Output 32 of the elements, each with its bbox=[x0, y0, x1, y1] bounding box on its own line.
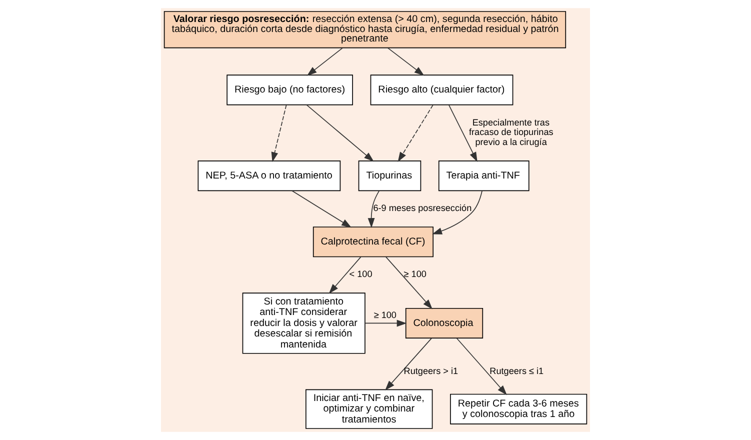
node-box: Riesgo alto (cualquier factor) bbox=[370, 74, 514, 106]
edge-label: ≥ 100 bbox=[404, 269, 426, 280]
node-box: Si con tratamiento anti-TNF considerar reducir la dosis y valorar desescalar si remisión mantenida bbox=[242, 292, 366, 354]
edge-label: < 100 bbox=[349, 269, 372, 280]
arrow bbox=[306, 104, 374, 162]
arrow bbox=[364, 320, 407, 327]
arrow bbox=[306, 48, 343, 76]
arrow bbox=[368, 190, 380, 228]
edge-label: ≥ 100 bbox=[374, 310, 397, 320]
arrow bbox=[386, 256, 432, 310]
node-box: Terapia anti-TNF bbox=[438, 160, 530, 192]
node-box: Valorar riesgo posresección: resección extensa (> 40 cm), segunda resección, hábito tabáquico, duración corta desde diagnóstico hasta cirugía, enfermedad residual y patrón penetrante bbox=[164, 11, 566, 48]
arrow bbox=[398, 104, 434, 162]
node-box: Tiopurinas bbox=[358, 160, 422, 192]
arrow bbox=[328, 256, 362, 294]
node-box: Colonoscopia bbox=[405, 308, 484, 338]
node-box: Calprotectina fecal (CF) bbox=[312, 226, 434, 258]
arrow bbox=[448, 104, 478, 162]
arrow bbox=[271, 104, 287, 162]
edge-label: Rutgeers ≤ i1 bbox=[490, 366, 544, 376]
arrow bbox=[387, 48, 424, 76]
arrow bbox=[456, 338, 507, 396]
arrow bbox=[432, 190, 482, 234]
arrow bbox=[385, 338, 432, 390]
node-box: NEP, 5-ASA o no tratamiento bbox=[198, 160, 341, 192]
node-box: Riesgo bajo (no factores) bbox=[226, 74, 353, 106]
node-box: Repetir CF cada 3-6 meses y colonoscopia tras 1 año bbox=[450, 394, 588, 424]
arrow bbox=[292, 190, 352, 228]
edge-label: 6-9 meses posresección bbox=[373, 203, 472, 214]
edge-label: Rutgeers > i1 bbox=[404, 366, 458, 376]
node-box: Iniciar anti-TNF en naïve, optimizar y combinar tratamientos bbox=[306, 389, 433, 429]
edge-label: Especialmente tras fracaso de tiopurinas previo a la cirugía bbox=[469, 117, 554, 148]
